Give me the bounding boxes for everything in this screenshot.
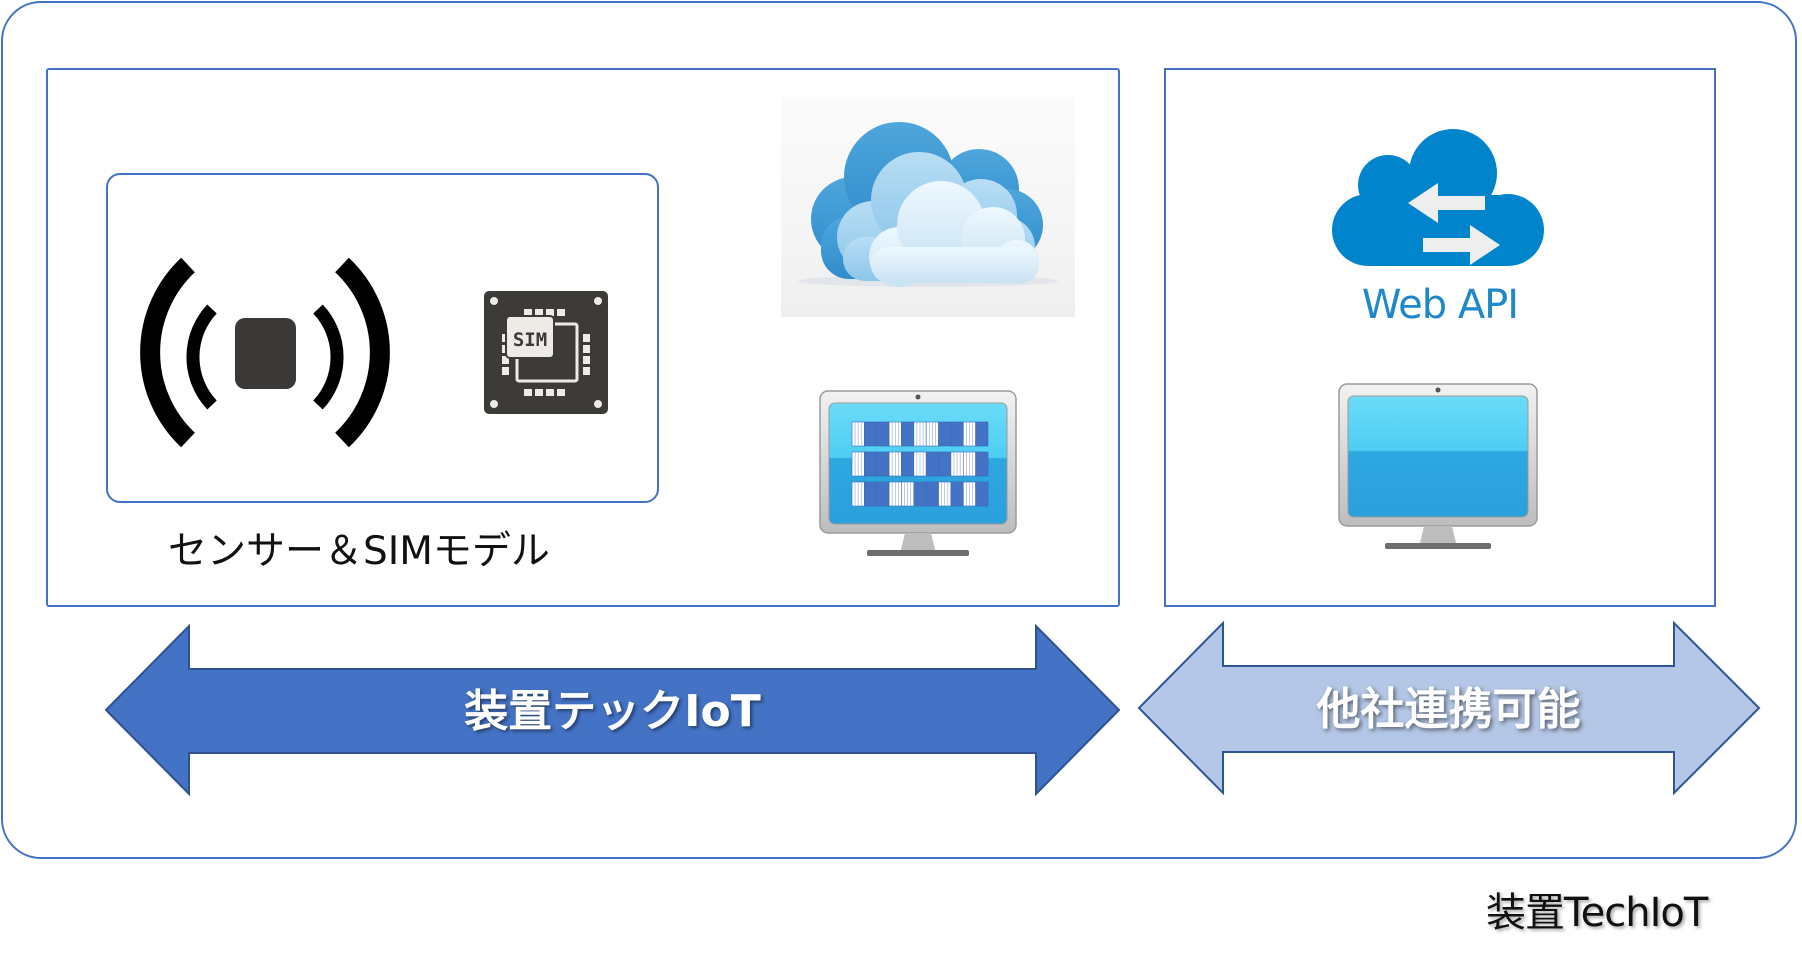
partner-integration-arrow-label: 他社連携可能 — [1316, 684, 1581, 735]
grid-cell — [864, 421, 878, 447]
grid-cell — [950, 421, 964, 447]
grid-cell — [876, 481, 890, 507]
monitor-data-icon — [819, 390, 1017, 556]
grid-cell — [975, 451, 989, 477]
grid-cell — [925, 451, 939, 477]
web-api-cloud-icon — [1332, 129, 1544, 266]
grid-cell — [938, 451, 952, 477]
grid-cell — [925, 481, 939, 507]
sensor-wave-outer-right — [335, 257, 390, 448]
grid-cell — [864, 451, 878, 477]
sensor-wave-outer-left — [140, 257, 195, 448]
grid-cell — [876, 421, 890, 447]
diagram-caption: 装置TechIoT — [1486, 890, 1708, 936]
grid-cell — [975, 421, 989, 447]
sensor-wave-inner-left — [186, 304, 217, 410]
grid-cell — [950, 481, 964, 507]
grid-cell — [876, 451, 890, 477]
sim-chip-label: SIM — [513, 329, 547, 351]
wireless-sensor-icon — [140, 257, 390, 448]
cloud-icon — [798, 122, 1058, 287]
sensor-sim-model-label: センサー＆SIMモデル — [168, 529, 550, 574]
grid-cell — [901, 451, 915, 477]
monitor-icon — [1338, 383, 1538, 549]
grid-cell — [975, 481, 989, 507]
monitor-data-grid — [851, 421, 989, 507]
grid-cell — [938, 421, 952, 447]
techiot-arrow-label: 装置テックIoT — [464, 686, 761, 737]
outer-frame — [1, 1, 1797, 859]
sensor-sim-model-box — [106, 173, 659, 503]
sim-chip-icon: SIM — [484, 291, 608, 414]
grid-cell — [901, 421, 915, 447]
sensor-wave-inner-right — [313, 304, 344, 410]
cloud-photo-frame — [781, 97, 1075, 317]
sensor-device-body — [235, 318, 296, 389]
web-api-label: Web API — [1361, 282, 1519, 328]
grid-cell — [913, 481, 927, 507]
grid-cell — [864, 481, 878, 507]
